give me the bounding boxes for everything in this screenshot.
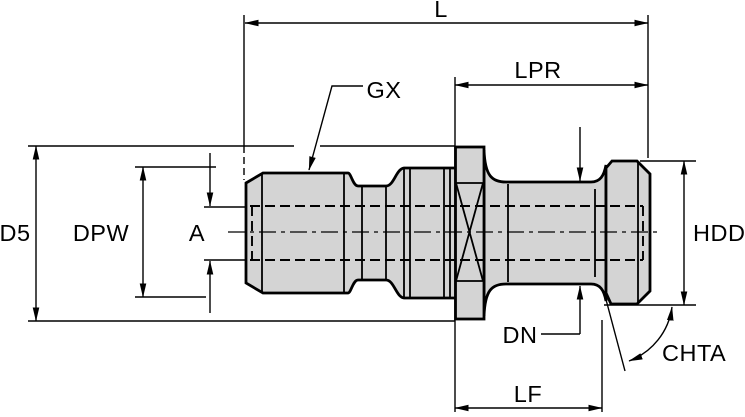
label-CHTA: CHTA [662,340,726,366]
dim-A [204,153,246,313]
neck-section [482,149,608,317]
dim-DPW [135,166,216,298]
label-HDD: HDD [693,220,745,246]
label-GX: GX [367,77,402,103]
thread-groove-body-section [244,166,458,300]
leader-GX [308,85,363,171]
label-DN: DN [503,322,538,348]
label-DPW: DPW [73,220,130,246]
dim-CHTA-arc [628,306,674,362]
dim-LF [454,320,603,412]
dim-CHTA-chamfer-extension [603,291,626,372]
label-LF: LF [514,381,542,407]
dim-CHTA [603,291,674,372]
dim-HDD [604,160,696,306]
label-A: A [189,220,205,246]
leader-GX-line [308,85,363,171]
dim-D5 [28,145,455,322]
dim-DN [541,127,584,335]
dimension-labels: L LPR GX D5 DPW A HDD DN CHTA LF [0,0,745,407]
label-D5: D5 [0,220,31,246]
dim-L [243,15,649,180]
head-section [604,159,652,306]
part-body-group [228,145,660,321]
label-LPR: LPR [514,57,561,83]
dim-LPR [454,77,649,412]
label-L: L [434,0,448,22]
